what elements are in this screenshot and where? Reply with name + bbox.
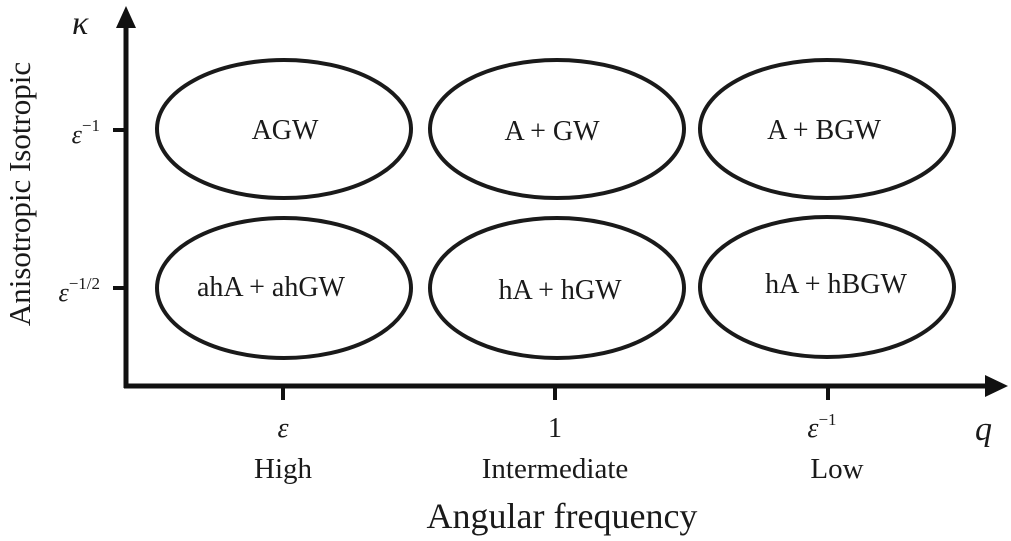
x-axis-label: Angular frequency [427,496,698,536]
cell-ellipse [155,58,413,200]
cell-1-1: hA + hGW [428,216,686,360]
cell-1-0: ahA + ahGW [155,216,413,360]
x-regime-low: Low [810,453,863,485]
y-tick-base: ε [58,278,69,307]
x-regime-high: High [254,453,313,485]
y-tick-label-eps-inv: ε−1 [72,116,100,149]
cell-label: AGW [252,115,319,146]
cell-label: A + BGW [767,115,881,146]
cell-ellipse [428,216,686,360]
y-tick-exp: −1 [82,116,100,135]
x-tick-label-one: 1 [548,413,562,444]
cell-0-0: AGW [155,58,413,200]
y-tick-exp: −1/2 [69,274,100,293]
cell-label: hA + hGW [498,275,622,306]
cell-ellipse [155,216,413,360]
cell-1-2: hA + hBGW [698,215,956,359]
y-axis-arrowhead [116,6,136,28]
cell-0-1: A + GW [428,58,686,200]
y-tick-label-eps-inv-half: ε−1/2 [58,274,100,307]
cell-ellipse [698,215,956,359]
y-tick-base: ε [72,120,83,149]
cell-label: ahA + ahGW [197,272,346,303]
y-axis-symbol: κ [72,5,89,42]
x-tick-exp: −1 [818,410,836,429]
cell-0-2: A + BGW [698,58,956,200]
cell-ellipse [698,58,956,200]
cell-label: hA + hBGW [765,269,907,300]
x-tick-base: ε [807,413,818,444]
cell-label: A + GW [504,116,600,147]
x-regime-intermediate: Intermediate [482,453,629,485]
y-axis-label: Anisotropic Isotropic [2,62,37,326]
x-tick-label-eps: ε [277,413,288,444]
x-tick-label-eps-inv: ε−1 [807,410,836,444]
x-axis-symbol: q [975,411,992,448]
x-axis-arrowhead [985,375,1008,397]
cell-ellipse [428,58,686,200]
